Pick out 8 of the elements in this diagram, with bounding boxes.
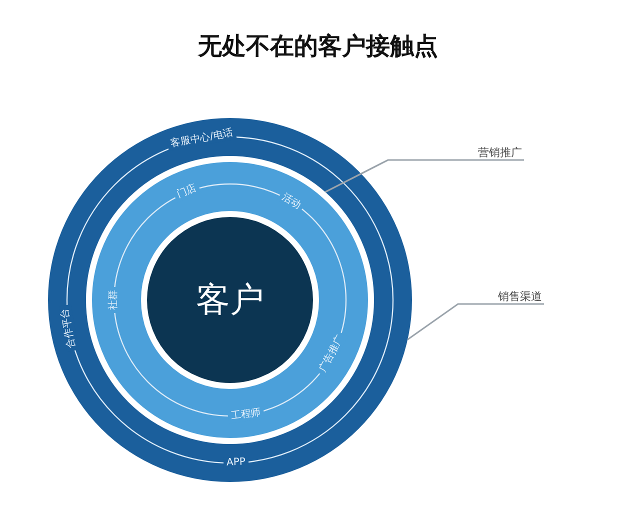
- leader-line: [407, 303, 544, 340]
- ring-label: 社群: [108, 287, 120, 313]
- title: 无处不在的客户接触点: [198, 30, 438, 62]
- center-label: 客户: [196, 279, 264, 322]
- callout-label: 营销推广: [478, 146, 524, 160]
- leader-line: [324, 159, 524, 193]
- callout-label: 销售渠道: [498, 290, 544, 304]
- ring-label: 客服中心/电话: [166, 128, 237, 152]
